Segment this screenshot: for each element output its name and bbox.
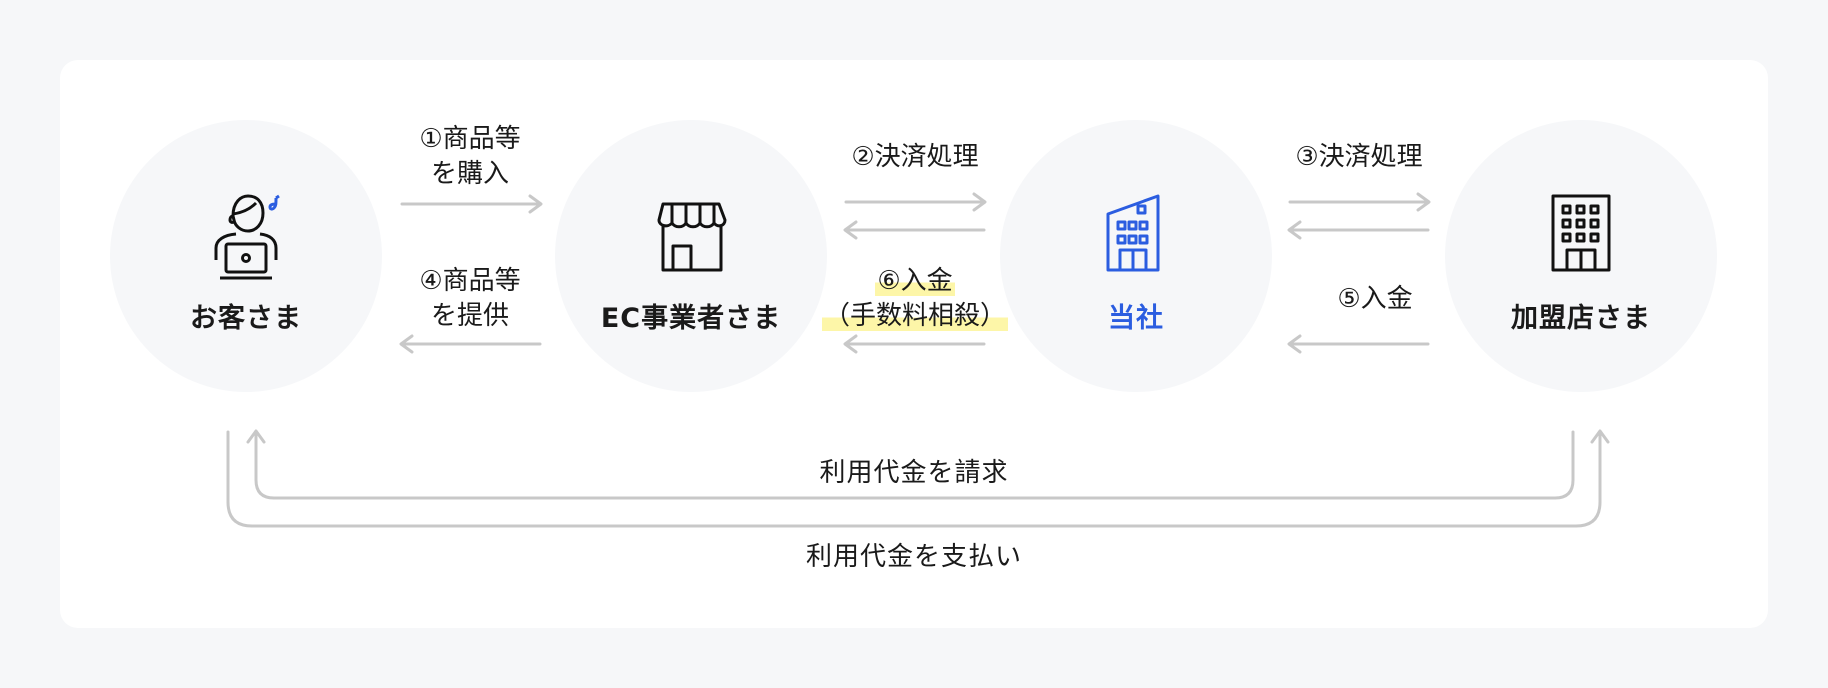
label-usage-fee-payment: 利用代金を支払い: [805, 542, 1022, 572]
arrow-provide: [399, 334, 542, 354]
node-customer-label: お客さま: [190, 303, 302, 334]
flow-label-settlement-2: ②決済処理: [851, 142, 979, 172]
node-merchant-label: 加盟店さま: [1511, 303, 1651, 334]
flow-label-settlement-3: ③決済処理: [1295, 142, 1423, 172]
arrow-settlement-from-merchant: [1287, 220, 1430, 240]
flow-label-provide: ④商品等 を提供: [419, 266, 521, 331]
arrow-deposit-to-ec: [843, 334, 986, 354]
storefront-icon: [657, 202, 727, 272]
flow-label-purchase: ①商品等 を購入: [419, 124, 521, 189]
building-icon: [1551, 194, 1611, 272]
flow-label-deposit-5: ⑤入金: [1337, 284, 1413, 314]
arrow-settlement-to-merchant: [1288, 192, 1431, 212]
node-merchant: 加盟店さま: [1445, 120, 1717, 392]
arrow-purchase: [400, 194, 543, 214]
node-ec-merchant: EC事業者さま: [555, 120, 827, 392]
flow-label-deposit-6: ⑥入金 （手数料相殺）: [821, 266, 1008, 331]
arrow-settlement-return: [843, 220, 986, 240]
node-ec-label: EC事業者さま: [600, 303, 782, 334]
loop-payment: [226, 429, 1610, 528]
customer-with-laptop-icon: [214, 194, 280, 280]
loop-request: [246, 429, 1575, 500]
node-company-label: 当社: [1108, 303, 1164, 334]
label-usage-fee-request: 利用代金を請求: [819, 458, 1009, 488]
node-customer: お客さま: [110, 120, 382, 392]
node-company: 当社: [1000, 120, 1272, 392]
office-building-icon: [1106, 194, 1160, 272]
arrow-deposit-to-company: [1287, 334, 1430, 354]
arrow-settlement-to-company: [844, 192, 987, 212]
